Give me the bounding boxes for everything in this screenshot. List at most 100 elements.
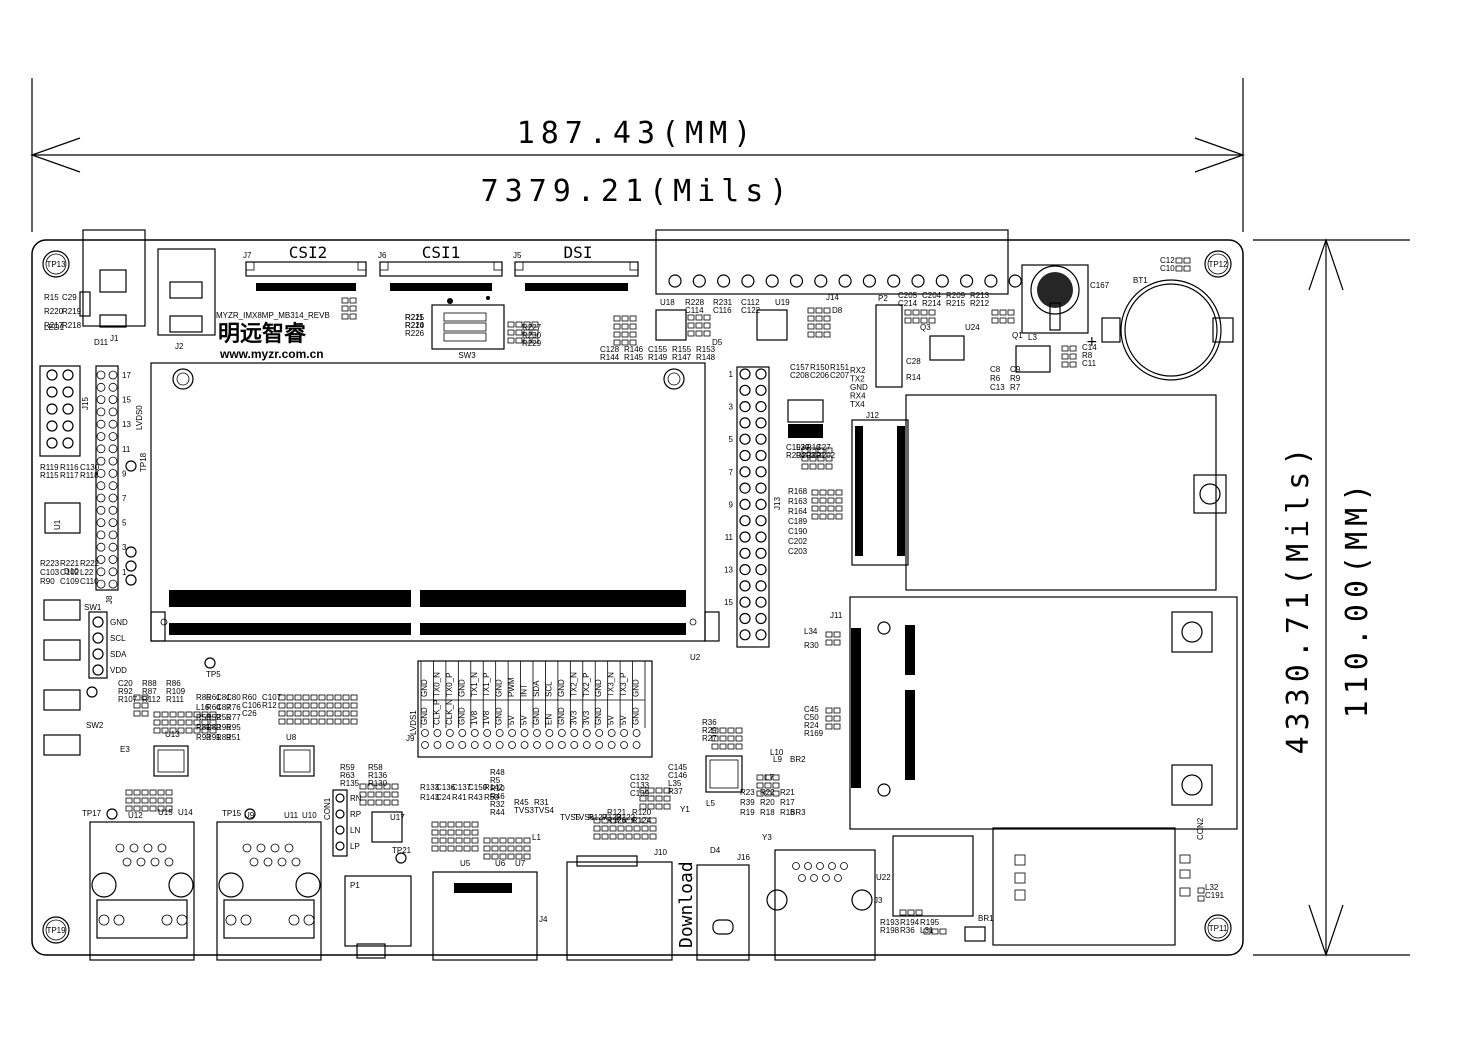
chip-label: D8 [832,306,843,315]
j13-pin [739,449,751,462]
svg-text:J3: J3 [874,896,883,905]
chip-label: U10 [302,811,317,820]
smd-pad [647,803,655,810]
j11-minipcie: J11 [830,596,1238,830]
chip-label: U17 [390,813,405,822]
ref-designator: C205 [898,291,918,300]
j3-pin [804,862,812,870]
ref-designator: R80 [206,723,221,732]
smd-pad [827,497,835,504]
ref-designator: R50 [484,793,499,802]
lvds-pin [557,741,566,749]
j14-pin [765,274,779,288]
ref-designator: C155 [648,345,668,354]
ref-designator: C112 [741,298,760,307]
j13-pin [755,449,767,462]
smd-pad [991,317,999,324]
ref-designator: C136 [436,783,456,792]
chip-label: L7 [765,773,774,782]
lvds-bottom-signal: GND [495,707,504,725]
smd-pad [719,743,727,750]
smd-pad [302,710,310,717]
smd-pad [687,322,695,329]
smd-pad [825,631,833,638]
svg-text:SW1: SW1 [84,603,102,612]
svg-text:TP11: TP11 [1209,924,1228,933]
smd-pad [735,743,743,750]
ref-designator: R148 [696,353,716,362]
ref-designator: R150 [810,363,830,372]
smd-pad [326,718,334,725]
chip-label: L1 [532,833,541,842]
ref-designator: C102 [60,568,80,577]
lvds-pin [533,729,541,737]
ref-designator: C116 [713,306,732,315]
smd-pad [827,513,835,520]
smd-pad [601,825,609,832]
smd-pad [185,711,193,718]
smd-pad [617,817,625,824]
svg-text:CSI1: CSI1 [422,243,461,262]
ref-designator: R9 [1010,374,1021,383]
smd-pad [531,329,539,336]
ref-designator: C137 [452,783,472,792]
smd-pad [318,718,326,725]
j13-pin [755,563,767,576]
misc-ics [655,309,1051,942]
lvds-pin [483,741,492,749]
smd-pad [835,497,843,504]
smd-pad [149,789,157,796]
smd-pad [334,702,342,709]
smd-pad [499,837,507,844]
j2-connector: J2 [157,248,216,351]
smd-pad [835,505,843,512]
width-dimension: 187.43(MM) 7379.21(Mils) [30,78,1245,232]
ref-designator: R230 [522,331,542,340]
smd-pad [711,743,719,750]
svg-text:+: + [1086,334,1098,350]
smd-pad [1061,353,1069,360]
j8-pin [96,481,106,491]
smd-pad [439,837,447,844]
chip-label: U7 [515,859,526,868]
j14-pin [716,274,731,288]
j8-pin [108,456,118,466]
smd-pad [341,313,349,320]
smd-pad [318,710,326,717]
chip-label: U14 [178,808,193,817]
lvds-pin [557,729,566,737]
j13-pin [739,417,751,429]
j13-pin [739,368,751,380]
lvds-pin [508,741,517,749]
smd-pad [727,735,735,742]
smd-pad [629,315,637,322]
svg-text:CON1: CON1 [323,797,332,820]
lvds-pin [582,729,591,737]
svg-text:TP13: TP13 [46,260,66,269]
sw3-dip-switch: SW3 [431,296,505,360]
ref-designator: R88 [142,679,157,688]
j13-pin [755,482,767,494]
smd-pad [326,710,334,717]
lvds-top-signal: GND [457,679,466,697]
smd-pad [727,727,735,734]
board-outline [31,239,1244,956]
smd-pad [801,455,809,462]
rj45-pin [164,857,174,867]
rj45-pin [277,857,287,867]
smd-pad [687,314,695,321]
ref-designator: C133 [630,781,650,790]
ref-designator: R91 [206,733,221,742]
smd-pad [463,837,471,844]
ref-designator: R107 [118,695,138,704]
smd-pad [920,309,928,316]
smd-pad [310,710,318,717]
con1-pin-label: LP [350,842,360,851]
smd-pad [819,489,827,496]
smd-pad [157,789,165,796]
lvds-bottom-signal: CLK_N [445,699,454,725]
lvds-pin [421,729,429,737]
j8-pin [96,493,106,503]
smd-pad [294,694,302,701]
